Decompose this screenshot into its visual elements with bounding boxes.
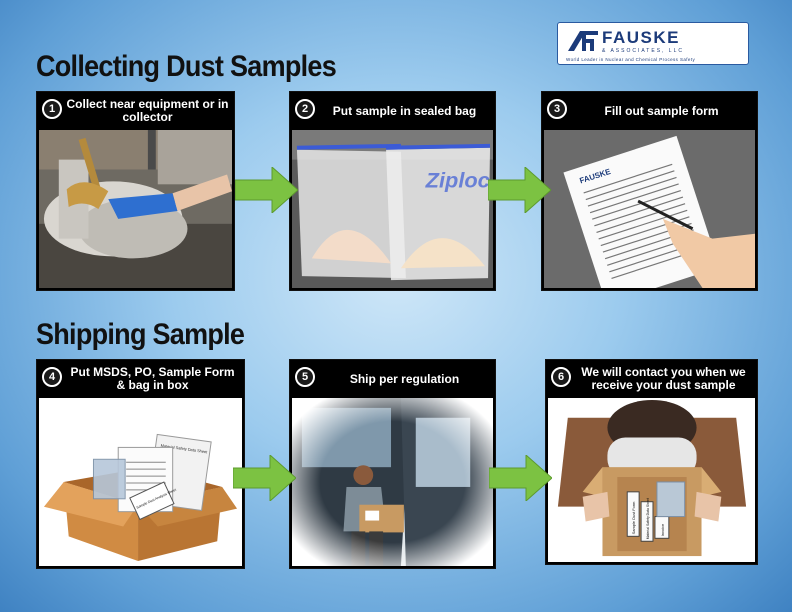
step-number-badge: 1 (42, 99, 62, 119)
step-caption: Put MSDS, PO, Sample Form & bag in box (70, 365, 235, 392)
box-paper-label: Material Safety Data Sheet (160, 443, 208, 455)
step-1-panel: 1 Collect near equipment or in collector (36, 91, 235, 291)
sample-form-photo: FAUSKE (544, 130, 755, 288)
received-box-photo: Sample Dust Form Material Safety Data Sh… (548, 398, 755, 562)
delivery-truck-photo (292, 398, 493, 566)
collect-sample-photo (39, 130, 232, 288)
step-header: 4 Put MSDS, PO, Sample Form & bag in box (37, 360, 244, 398)
step-caption: Collect near equipment or in collector (66, 97, 229, 124)
received-paper-3-label: Invoice (660, 523, 665, 536)
step-header: 2 Put sample in sealed bag (290, 92, 495, 130)
fauske-logo-mark-icon (568, 31, 598, 51)
bag-brand-label: Ziploc (425, 167, 490, 192)
fauske-logo: FAUSKE & ASSOCIATES, LLC World Leader in… (557, 22, 749, 65)
section-title-shipping: Shipping Sample (36, 318, 245, 351)
logo-name: FAUSKE (602, 28, 680, 47)
step-number-badge: 2 (295, 99, 315, 119)
step-number-badge: 3 (547, 99, 567, 119)
step-5-panel: 5 Ship per regulation (289, 359, 496, 569)
step-header: 5 Ship per regulation (290, 360, 495, 398)
step-number-badge: 5 (295, 367, 315, 387)
section-title-collecting: Collecting Dust Samples (36, 50, 337, 83)
step-2-panel: 2 Put sample in sealed bag Ziploc (289, 91, 496, 291)
step-number-badge: 6 (551, 367, 571, 387)
step-3-panel: 3 Fill out sample form FAUSKE (541, 91, 758, 291)
step-6-panel: 6 We will contact you when we receive yo… (545, 359, 758, 565)
step-header: 1 Collect near equipment or in collector (37, 92, 234, 130)
sealed-bag-photo: Ziploc (292, 130, 493, 288)
logo-tagline: World Leader in Nuclear and Chemical Pro… (566, 57, 696, 62)
packed-box-illustration: Material Safety Data Sheet Sample Dust A… (39, 398, 242, 566)
step-caption: We will contact you when we receive your… (581, 365, 746, 392)
step-header: 6 We will contact you when we receive yo… (546, 360, 757, 398)
arrow-right-icon (235, 167, 298, 213)
arrow-right-icon (233, 455, 296, 501)
received-paper-2-label: Material Safety Data Sheet (646, 498, 650, 539)
step-header: 3 Fill out sample form (542, 92, 757, 130)
step-caption: Fill out sample form (604, 103, 719, 118)
arrow-right-icon (489, 455, 552, 501)
step-4-panel: 4 Put MSDS, PO, Sample Form & bag in box… (36, 359, 245, 569)
logo-subtitle: & ASSOCIATES, LLC (602, 48, 684, 54)
arrow-right-icon (488, 167, 551, 213)
step-caption: Put sample in sealed bag (332, 103, 477, 118)
step-caption: Ship per regulation (349, 371, 460, 386)
step-number-badge: 4 (42, 367, 62, 387)
received-paper-1-label: Sample Dust Form (631, 501, 636, 534)
